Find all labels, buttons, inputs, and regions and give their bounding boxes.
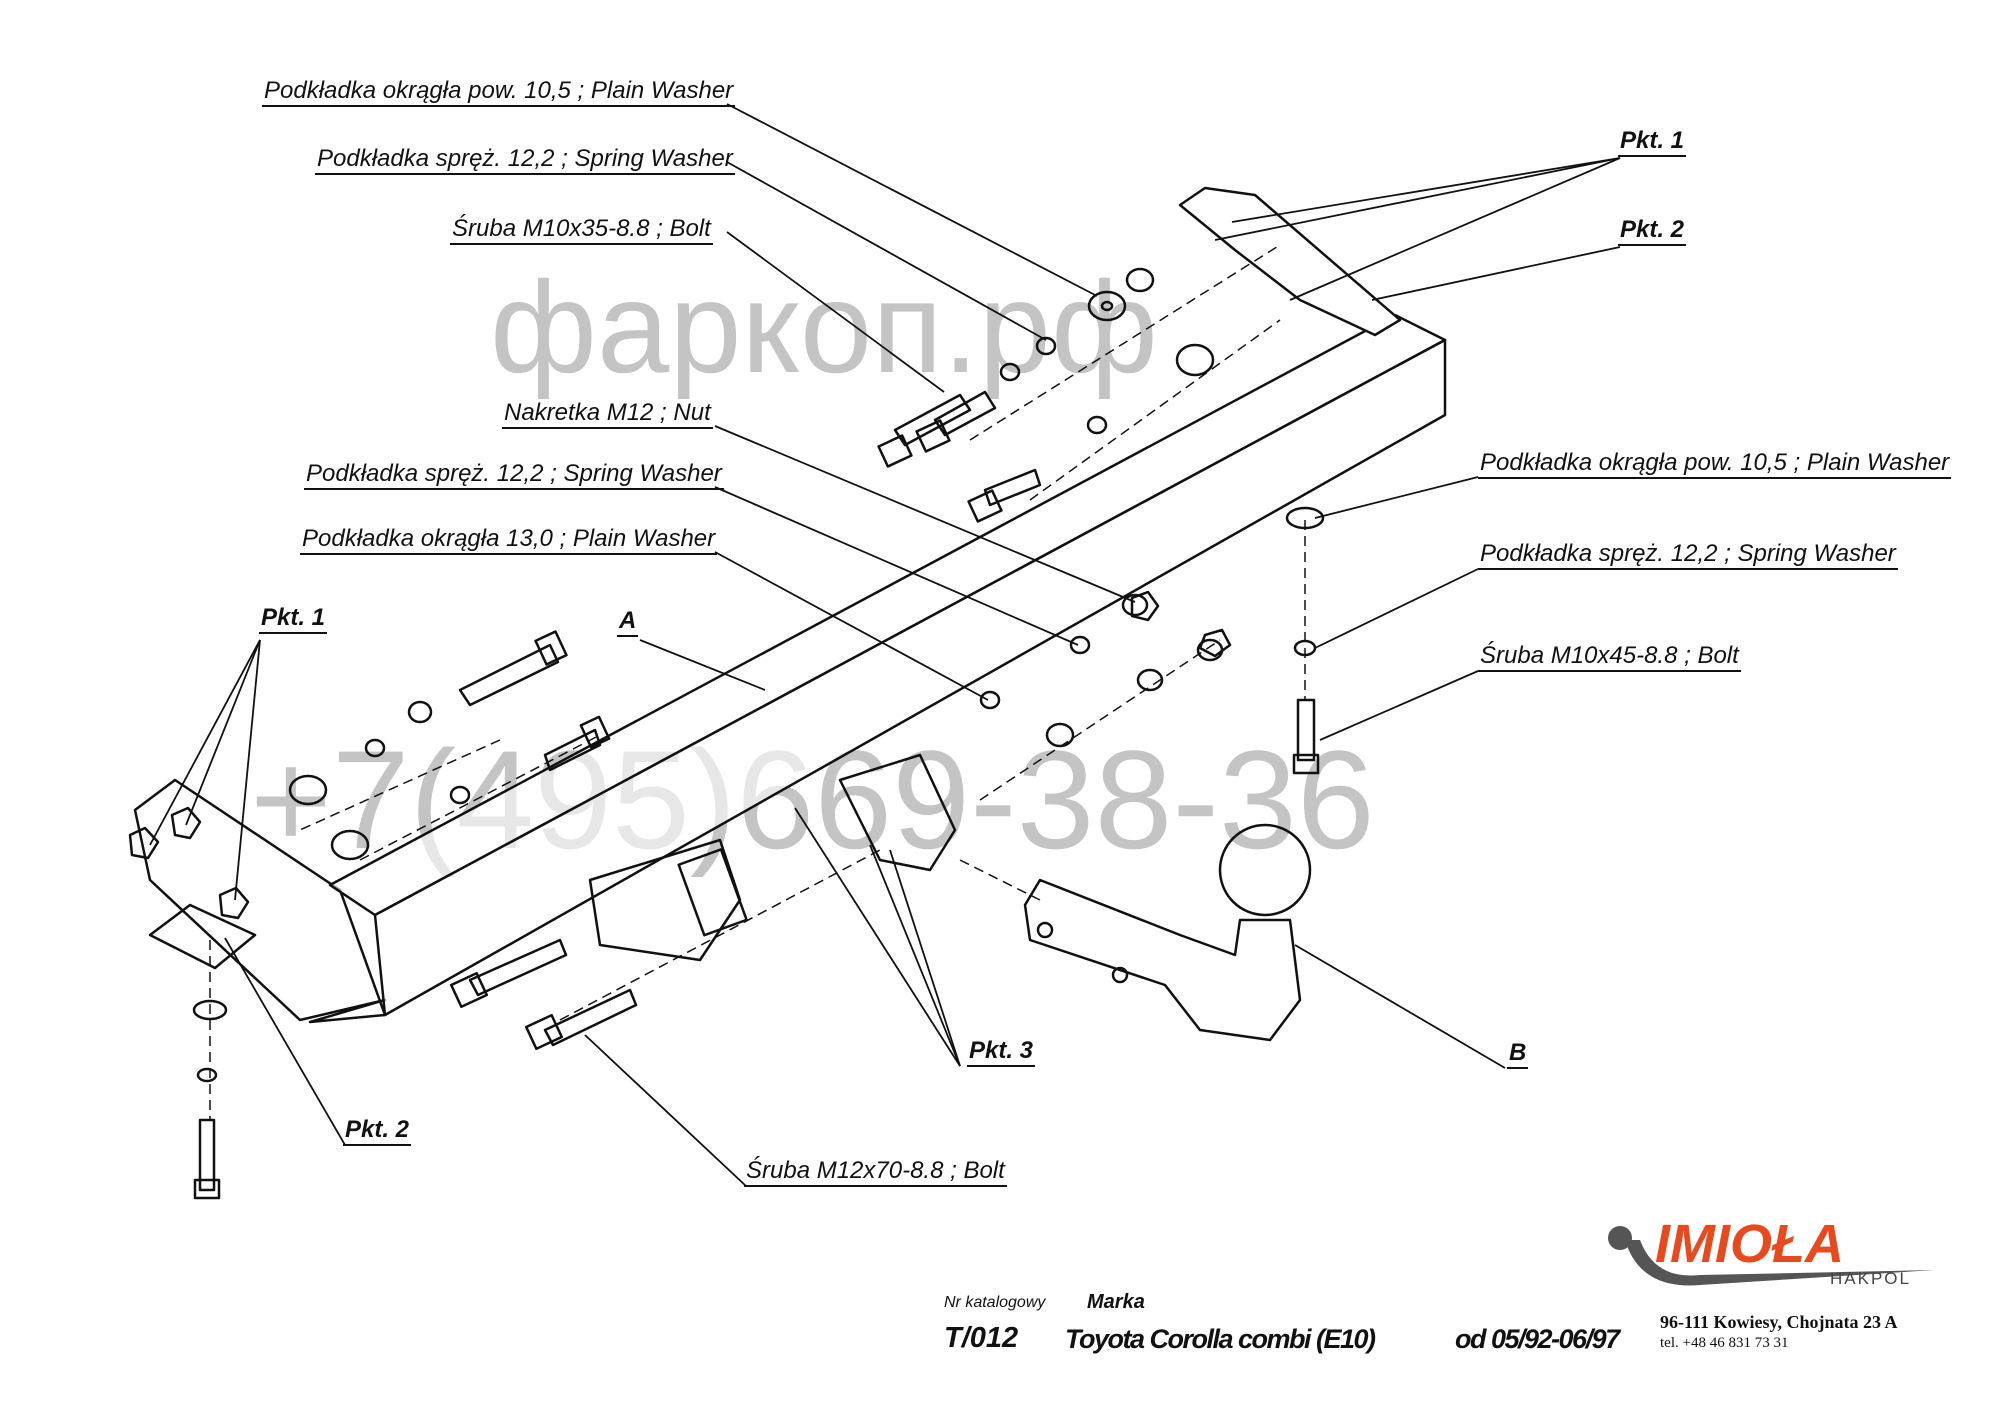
label-pkt1-left: Pkt. 1 [259, 605, 328, 634]
label-part-b: B [1507, 1040, 1529, 1069]
left-bracket [133, 778, 387, 1024]
label-mid-plain-washer: Podkładka okrągła 13,0 ; Plain Washer [300, 526, 718, 555]
label-pkt3: Pkt. 3 [967, 1038, 1036, 1067]
company-phone: tel. +48 46 831 73 31 [1660, 1335, 1789, 1351]
crossbeam-front-face [373, 338, 1447, 1017]
imiola-hakpol-logo: IMIOŁA HAKPOL [1608, 1214, 1935, 1288]
label-pkt2-left: Pkt. 2 [343, 1117, 412, 1146]
label-right-spring-washer: Podkładka spręż. 12,2 ; Spring Washer [1478, 541, 1898, 570]
label-pkt1-top: Pkt. 1 [1618, 128, 1687, 157]
company-address: 96-111 Kowiesy, Chojnata 23 A [1660, 1312, 1898, 1332]
label-top-plain-washer: Podkładka okrągła pow. 10,5 ; Plain Wash… [262, 78, 736, 107]
tow-ball [1218, 823, 1312, 917]
label-mid-spring-washer: Podkładka spręż. 12,2 ; Spring Washer [304, 461, 724, 490]
assembly-axes [209, 244, 1306, 1120]
label-right-bolt: Śruba M10x45-8.8 ; Bolt [1478, 643, 1741, 672]
logo-text: IMIOŁA [1655, 1214, 1844, 1274]
leader-lines [149, 103, 1621, 1187]
brand-label: Marka [1087, 1291, 1145, 1313]
crossbeam-top-face [328, 313, 1447, 917]
label-bottom-bolt: Śruba M12x70-8.8 ; Bolt [744, 1158, 1007, 1187]
catalog-number: T/012 [944, 1322, 1019, 1354]
bolts [128, 390, 1320, 1200]
catalog-number-label: Nr katalogowy [944, 1294, 1046, 1311]
label-pkt2-top: Pkt. 2 [1618, 217, 1687, 246]
type-plate [677, 848, 748, 937]
label-right-plain-washer: Podkładka okrągła pow. 10,5 ; Plain Wash… [1478, 450, 1952, 479]
clamp-plate [148, 903, 257, 970]
right-bracket [1178, 186, 1402, 337]
production-years: od 05/92-06/97 [1455, 1324, 1620, 1354]
logo-sub: HAKPOL [1830, 1269, 1911, 1288]
centre-mount-plate [838, 753, 957, 872]
label-top-spring-washer: Podkładka spręż. 12,2 ; Spring Washer [315, 146, 735, 175]
label-part-a: A [617, 608, 639, 637]
label-top-bolt: Śruba M10x35-8.8 ; Bolt [450, 216, 713, 245]
washers [192, 267, 1325, 1083]
ball-neck [1023, 878, 1302, 1042]
vehicle-model: Toyota Corolla combi (E10) [1065, 1324, 1376, 1354]
label-nut: Nakretka M12 ; Nut [502, 400, 713, 429]
